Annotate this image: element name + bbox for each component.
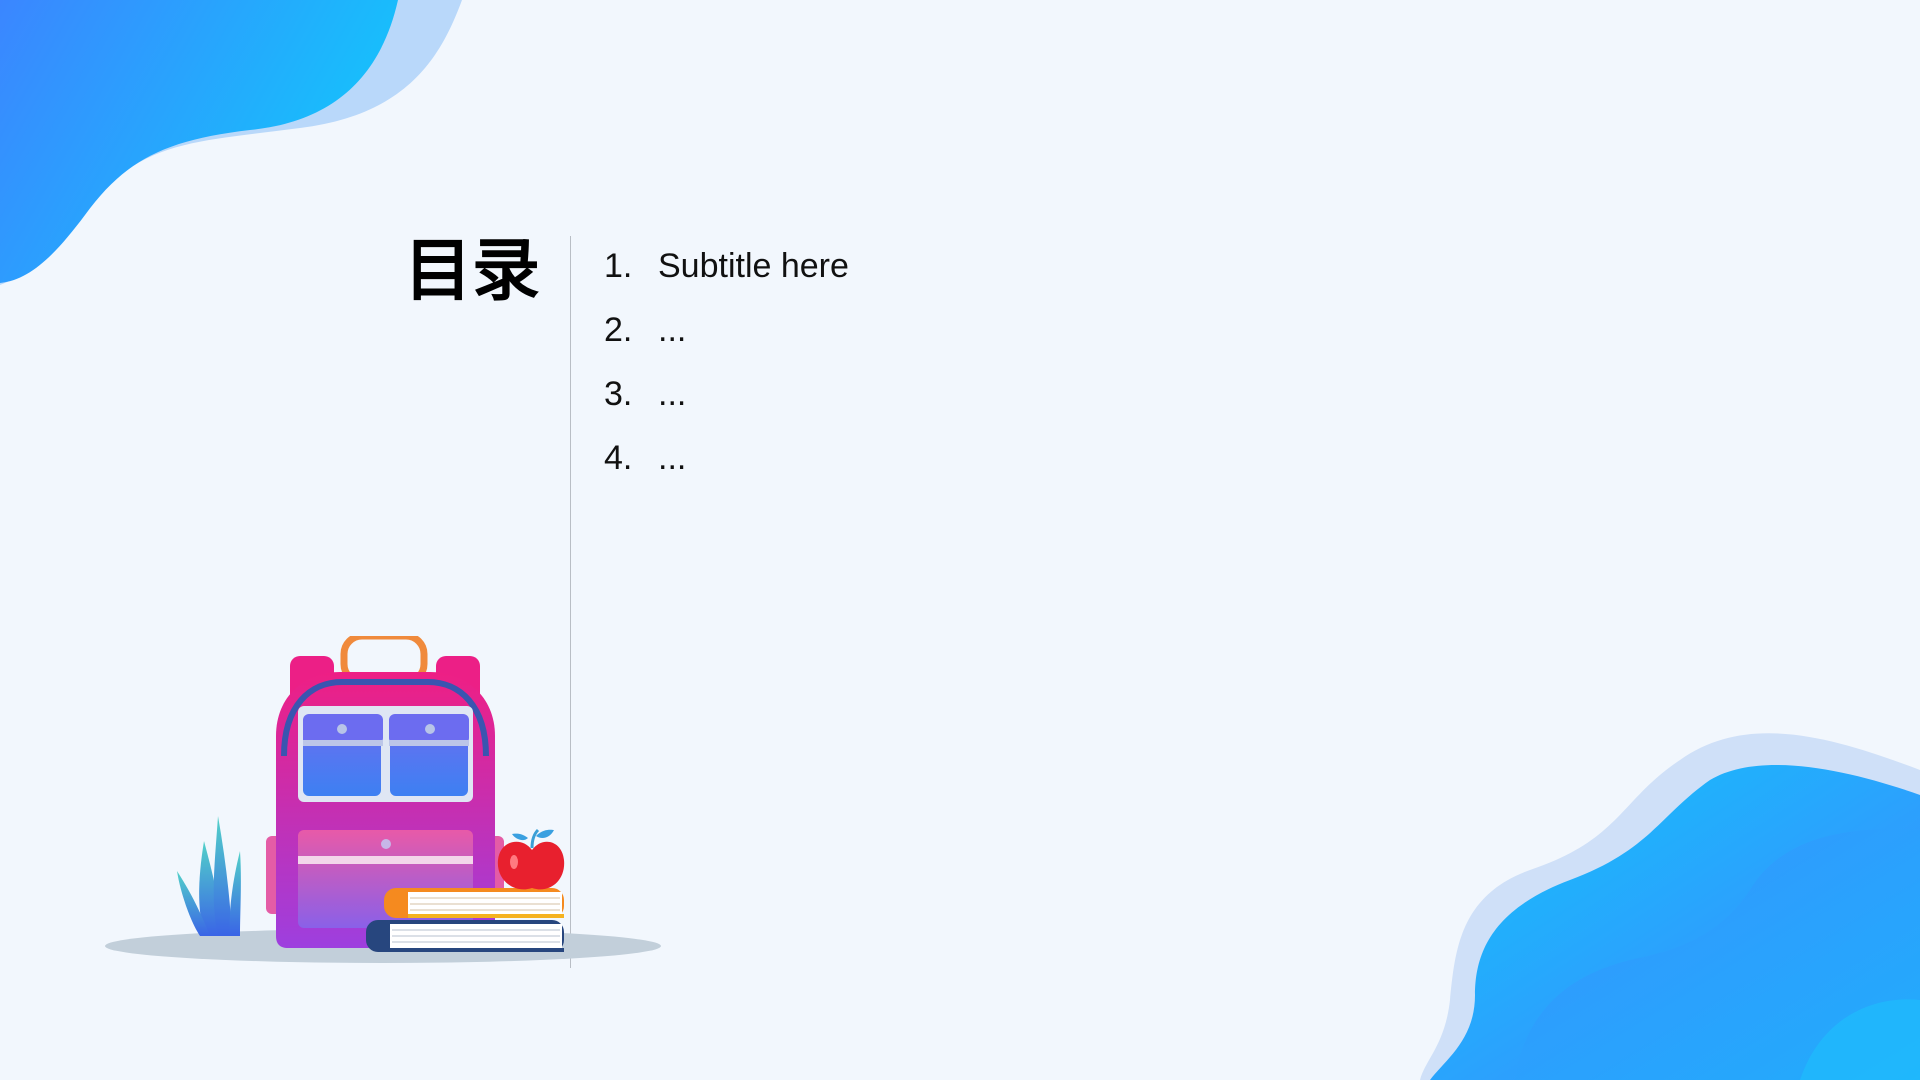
vertical-divider [570, 236, 571, 968]
toc-item[interactable]: 4. ... [604, 434, 849, 498]
toc-item-text: ... [658, 375, 687, 413]
toc-title: 目录 [403, 232, 540, 311]
top-left-wave-decoration [0, 0, 462, 285]
toc-item-number: 3. [604, 375, 633, 413]
school-illustration [105, 636, 661, 963]
toc-item-number: 2. [604, 311, 633, 349]
toc-item-text: ... [658, 439, 687, 477]
toc-list: 1. Subtitle here 2. ... 3. ... 4. ... [604, 242, 849, 498]
grass-icon [177, 816, 241, 936]
toc-item[interactable]: 1. Subtitle here [604, 242, 849, 306]
toc-item-text: Subtitle here [658, 247, 849, 285]
toc-item-number: 4. [604, 439, 633, 477]
apple-icon [497, 828, 565, 890]
toc-item-number: 1. [604, 247, 633, 285]
toc-item-text: ... [658, 311, 687, 349]
toc-item[interactable]: 3. ... [604, 370, 849, 434]
bottom-right-wave-decoration [1420, 733, 1920, 1080]
backpack-icon [266, 636, 504, 948]
toc-item[interactable]: 2. ... [604, 306, 849, 370]
books-icon [366, 888, 564, 952]
